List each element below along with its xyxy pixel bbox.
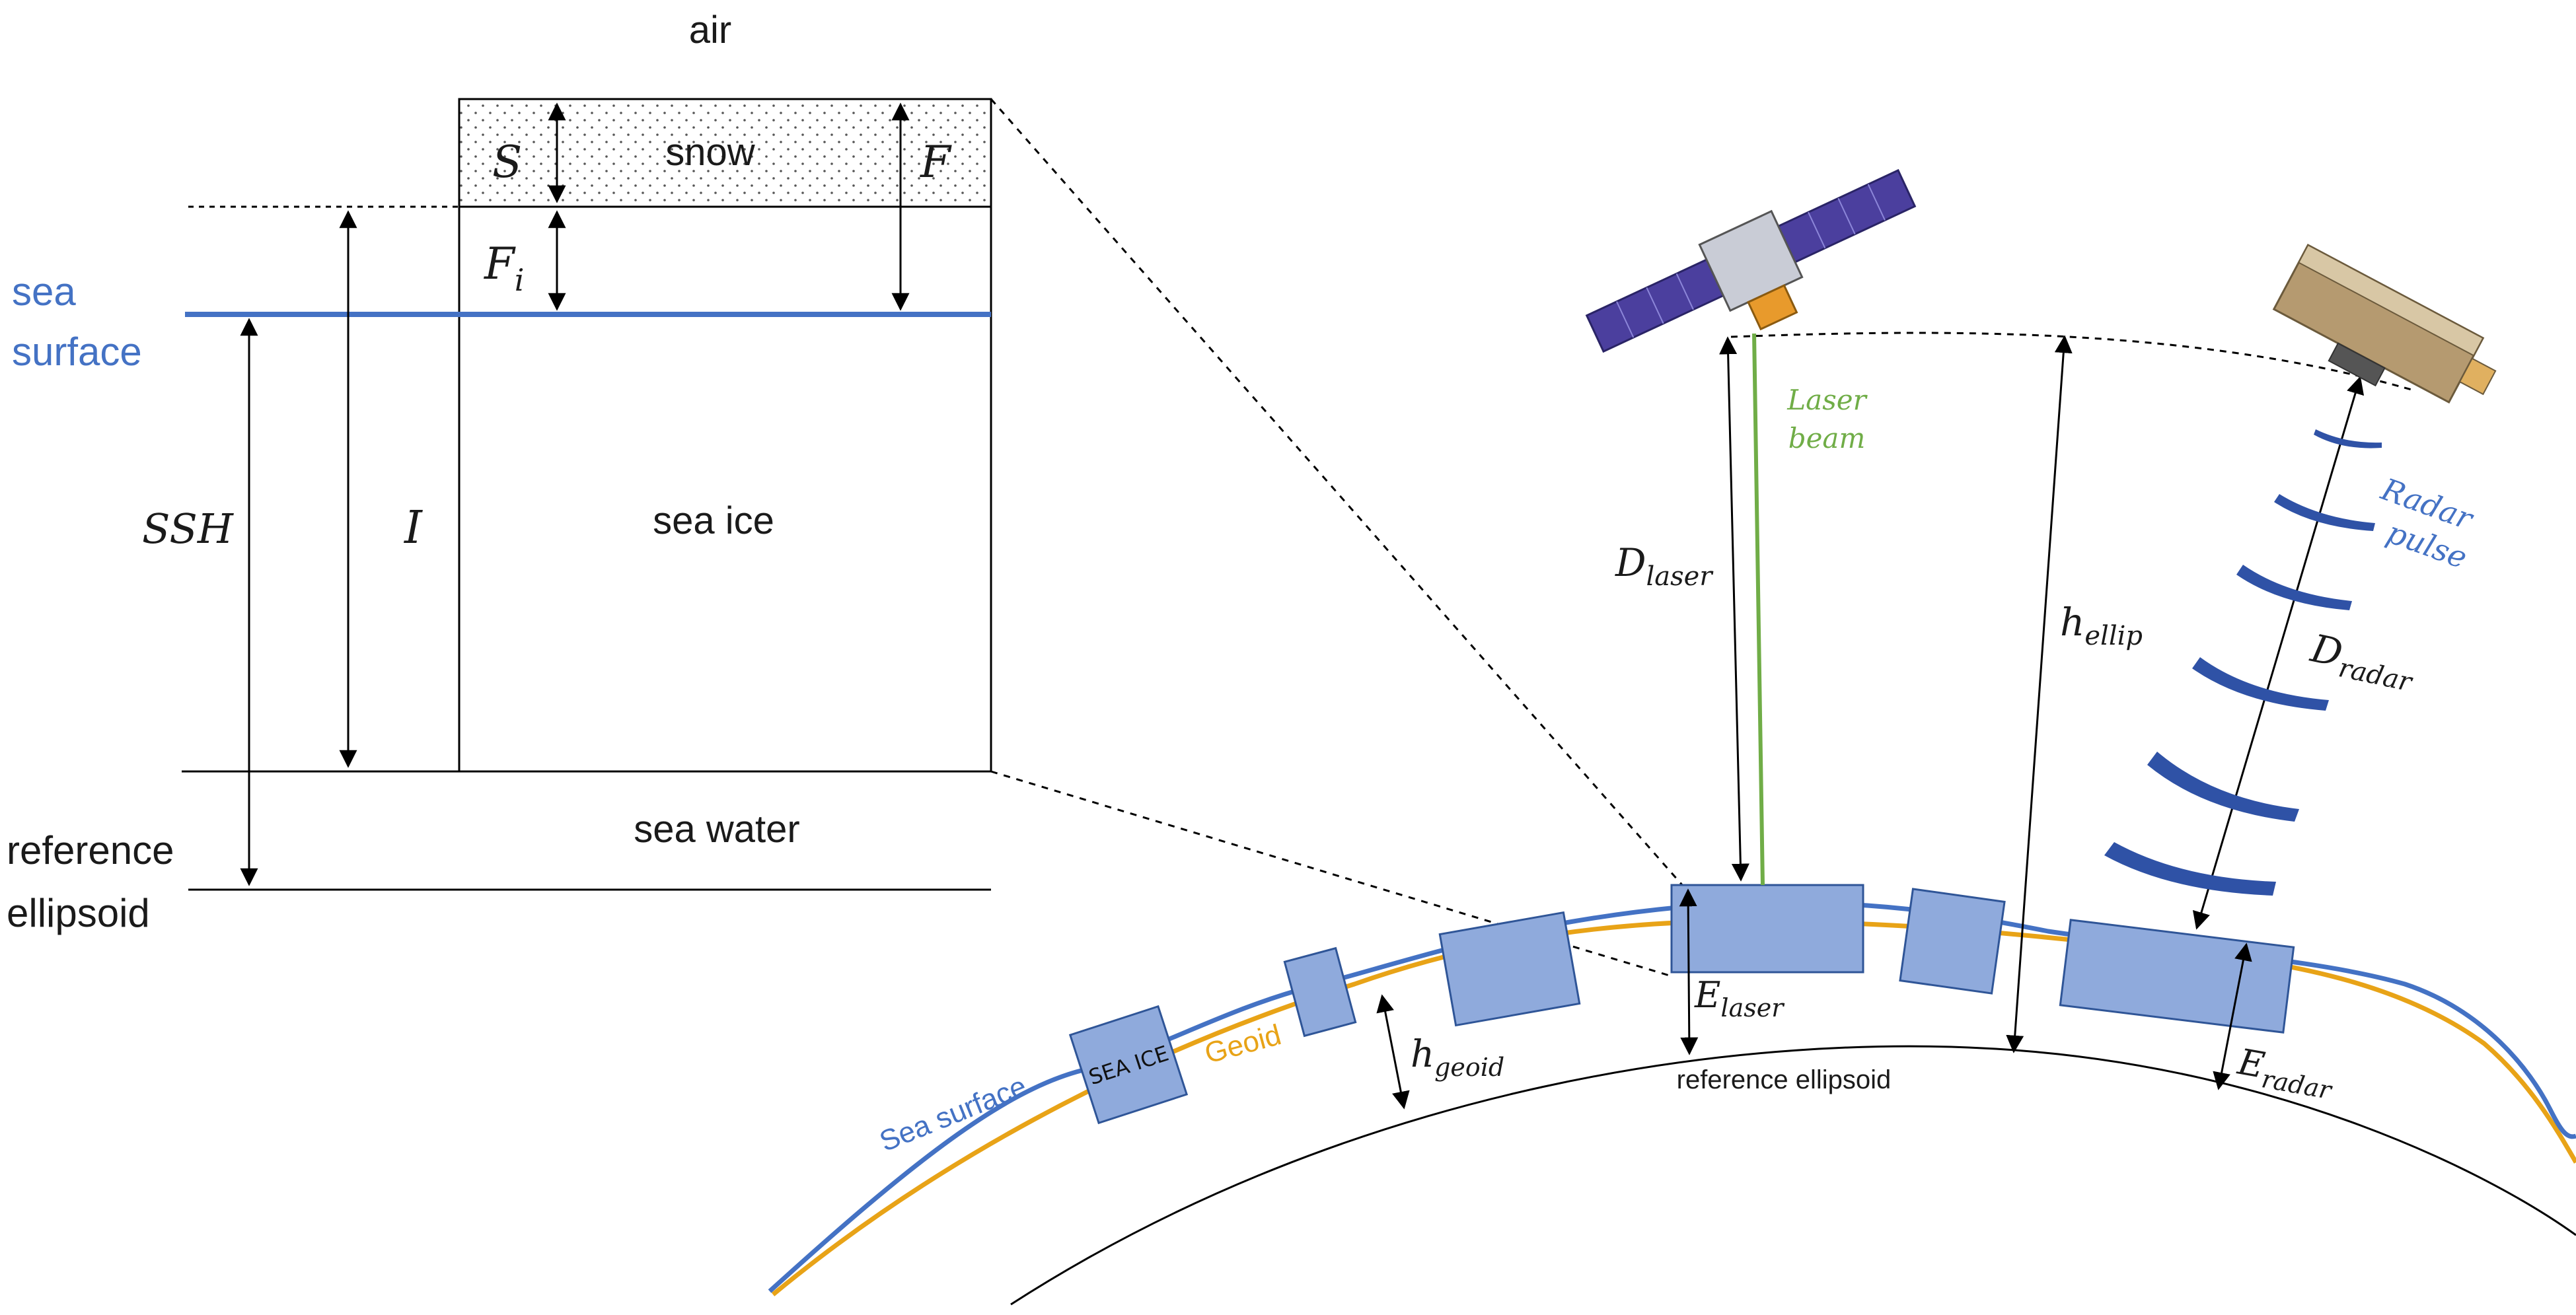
- ssh-label: SSH: [142, 505, 235, 553]
- e-laser-arrow: [1679, 888, 1699, 1055]
- radar-pulses: [2104, 429, 2382, 896]
- ice-thickness-label: I: [403, 502, 423, 554]
- d-radar-arrow: [2192, 376, 2365, 930]
- laser-beam-line: [1752, 333, 1765, 886]
- sea-ice-block-6: [2059, 919, 2295, 1034]
- geoid-curve-label: Geoid: [1201, 1018, 1284, 1070]
- radar-pulse-3: [2236, 565, 2352, 610]
- e-radar-arrow: [2213, 942, 2252, 1090]
- total-freeboard-label: F: [920, 137, 952, 188]
- sea-water-label: sea water: [634, 808, 799, 851]
- sea-ice-layer: [458, 205, 992, 773]
- e-radar-label: Eradar: [2233, 1041, 2339, 1106]
- reference-label: reference: [7, 828, 174, 872]
- radar-pulse-5: [2147, 752, 2299, 822]
- snow-depth-label: S: [492, 137, 522, 188]
- altimetry-geometry: SEA ICE: [768, 168, 2576, 1306]
- h-geoid-arrow: [1376, 994, 1410, 1110]
- sea-ice-block-3: [1438, 911, 1581, 1027]
- d-laser-label: Dlaser: [1615, 540, 1714, 592]
- sea-surface-curve-label: Sea surface: [875, 1070, 1031, 1158]
- radar-pulse-4: [2192, 657, 2329, 711]
- satellite-icon: [1585, 168, 1917, 353]
- reference-ellipsoid-arc: [1010, 1045, 2576, 1306]
- satellite-icon: [2272, 243, 2497, 404]
- orbit-arc: [1730, 332, 2412, 391]
- h-geoid-label: hgeoid: [1411, 1033, 1504, 1082]
- d-laser-arrow: [1719, 336, 1749, 882]
- snow-label: snow: [665, 131, 756, 174]
- sea-ice-block-4: [1670, 884, 1864, 974]
- h-ellip-arrow: [2006, 335, 2073, 1053]
- d-radar-label: Dradar: [2305, 625, 2421, 698]
- sea-label: sea: [12, 269, 76, 314]
- geoid-curve: [771, 918, 2576, 1297]
- laser-beam-label-1: Laser: [1786, 384, 1868, 416]
- h-ellip-label: hellip: [2060, 600, 2143, 651]
- sea-ice-block-5: [1899, 888, 2006, 995]
- ellipsoid-label: ellipsoid: [7, 891, 150, 935]
- sea-ice-block-1: SEA ICE: [1068, 1005, 1189, 1125]
- radar-pulse-6: [2104, 842, 2276, 896]
- zoom-line-top: [990, 98, 1689, 892]
- surface-label: surface: [12, 330, 142, 374]
- cross-section: air snow S F Fi sea surface SSH I sea ic…: [7, 9, 992, 935]
- radar-pulse-2: [2274, 494, 2375, 531]
- air-label: air: [689, 9, 731, 52]
- e-laser-label: Elaser: [1694, 974, 1785, 1022]
- sea-ice-label: sea ice: [653, 499, 774, 542]
- ice-freeboard-label: Fi: [484, 238, 525, 298]
- reference-ellipsoid-label: reference ellipsoid: [1677, 1065, 1892, 1094]
- laser-beam-label-2: beam: [1788, 422, 1866, 454]
- radar-pulse-1: [2314, 429, 2382, 448]
- sea-ice-block-2: [1283, 946, 1357, 1038]
